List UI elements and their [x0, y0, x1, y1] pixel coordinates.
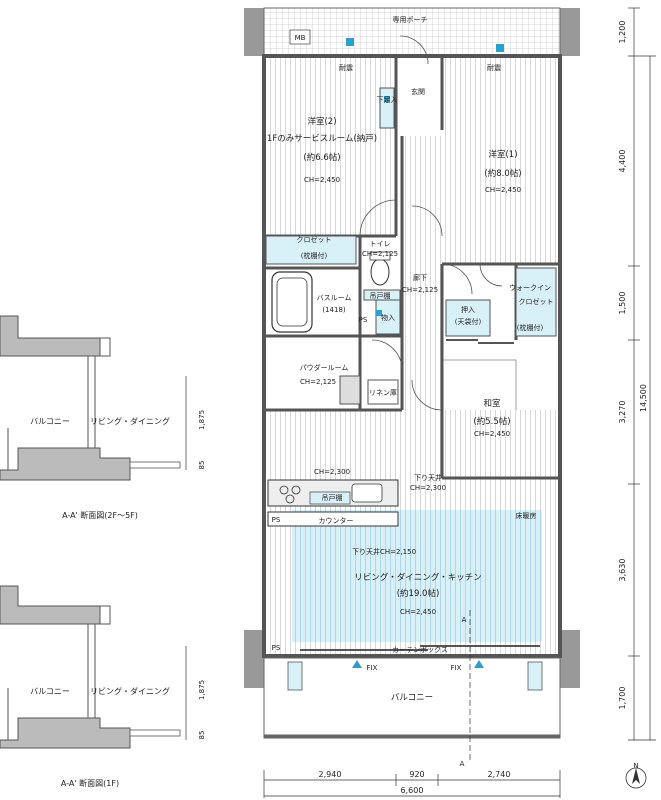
- western1-name: 洋室(1): [488, 149, 517, 160]
- balcony-area: [263, 657, 561, 739]
- compass-icon: N: [625, 762, 647, 789]
- toilet-ch: CH=2,125: [362, 250, 398, 258]
- oshiire-label: 押入: [461, 305, 475, 314]
- feature-labels: 専用ポーチ MB 下足入 クロゼット (枕棚付) ウォークイン クロゼット (枕…: [272, 15, 554, 768]
- compass-label: N: [633, 762, 638, 770]
- section1-right-label: リビング・ダイニング: [90, 416, 170, 426]
- section1-caption: A-A' 断面図(2F〜5F): [62, 510, 138, 520]
- dim-right-6: 1,700: [618, 687, 627, 710]
- entrance-name: 玄関: [411, 87, 425, 96]
- walkin-label2: クロゼット: [519, 297, 554, 306]
- ps1-label: PS: [359, 316, 368, 324]
- counter-label: カウンター: [319, 516, 354, 525]
- closet-label: クロゼット: [297, 235, 332, 244]
- washitsu-area: (約5.5帖): [473, 416, 510, 427]
- section1-left-label: バルコニー: [30, 417, 70, 426]
- section-1f: バルコニー リビング・ダイニング 1,875 85 A-A' 断面図(1F): [0, 585, 206, 788]
- washitsu-name: 和室: [483, 398, 501, 409]
- dim-right-4: 3,270: [618, 401, 627, 424]
- corridor-ch: CH=2,125: [402, 286, 438, 294]
- lowered-ch-label: CH=2,300: [410, 484, 446, 492]
- balcony-label: バルコニー: [391, 693, 433, 703]
- section1-height1: 1,875: [198, 410, 206, 430]
- storage-label: 物入: [381, 313, 395, 322]
- western1-area: (約8.0帖): [484, 168, 521, 179]
- room-labels: 洋室(2) 1Fのみサービスルーム(納戸) (約6.6帖) CH=2,450 洋…: [267, 87, 522, 616]
- ps2-label: PS: [272, 516, 281, 524]
- dim-right-5: 3,630: [618, 559, 627, 582]
- entrance-floor: [396, 58, 442, 136]
- western1-ch: CH=2,450: [485, 186, 521, 194]
- ps3-label: PS: [272, 644, 281, 652]
- section2-right-label: リビング・ダイニング: [90, 686, 170, 696]
- western2-name: 洋室(2): [307, 116, 336, 127]
- oshiire-sub-label: (天袋付): [455, 317, 482, 326]
- section2-height2: 85: [198, 731, 206, 740]
- ldk-ch: CH=2,450: [400, 608, 436, 616]
- corridor-name: 廊下: [413, 273, 427, 282]
- western2-ch: CH=2,450: [304, 176, 340, 184]
- powder-ch: CH=2,125: [300, 378, 336, 386]
- section2-caption: A-A' 断面図(1F): [61, 778, 119, 788]
- fix1-label: FIX: [367, 664, 378, 672]
- dim-bottom-1: 2,940: [319, 770, 342, 779]
- powder-name: パウダールーム: [300, 363, 349, 372]
- linen-label: リネン庫: [369, 388, 397, 397]
- dim-right-1: 1,200: [618, 21, 627, 44]
- porch-area: [263, 7, 561, 59]
- bathtub: [271, 271, 313, 333]
- seismic-label1: 耐震: [339, 63, 353, 72]
- washitsu-ch: CH=2,450: [474, 430, 510, 438]
- toilet-name: トイレ: [370, 240, 391, 248]
- dim-right-total: 14,500: [639, 384, 648, 412]
- walkin-shelf-label: (枕棚付): [517, 323, 544, 332]
- section-2f-5f: バルコニー リビング・ダイニング 1,875 85 A-A' 断面図(2F〜5F…: [0, 315, 206, 520]
- floor-heating: [292, 510, 542, 642]
- toilet-bowl: [370, 258, 390, 286]
- main-plan: [244, 7, 580, 760]
- dim-bottom-3: 2,740: [488, 770, 511, 779]
- porch-label: 専用ポーチ: [393, 15, 428, 24]
- section1-height2: 85: [198, 461, 206, 470]
- seismic-label2: 耐震: [487, 63, 501, 72]
- ldk-area: (約19.0帖): [397, 588, 440, 599]
- fix2-label: FIX: [451, 664, 462, 672]
- bath-size: (1418): [322, 306, 346, 314]
- floor-heating-label: 床暖房: [516, 511, 537, 520]
- shoe-box-label: 下足入: [377, 96, 398, 104]
- dim-right-3: 1,500: [618, 292, 627, 315]
- section2-height1: 1,875: [198, 680, 206, 700]
- western2-area: (約6.6帖): [303, 152, 340, 163]
- dim-bottom-total: 6,600: [401, 786, 424, 795]
- western2-sub: 1Fのみサービスルーム(納戸): [267, 133, 377, 144]
- walkin-label: ウォークイン: [509, 284, 551, 292]
- hanging-shelf2-label: 吊戸棚: [322, 493, 343, 502]
- cut-a-bottom: A: [460, 760, 465, 768]
- cut-a-top: A: [462, 616, 467, 624]
- ldk-lowered-label: 下り天井CH=2,150: [352, 547, 416, 556]
- western1-floor: [442, 58, 558, 264]
- western2-floor: [266, 58, 396, 236]
- hanging-shelf1-label: 吊戸棚: [370, 291, 391, 300]
- ldk-name: リビング・ダイニング・キッチン: [354, 572, 482, 583]
- bottom-dimensions: 2,940 920 2,740 6,600: [263, 770, 561, 798]
- bath-name: バスルーム: [317, 294, 352, 302]
- section2-left-label: バルコニー: [30, 687, 70, 696]
- ldk-ch2-label: CH=2,300: [314, 468, 350, 476]
- meter-box-label: MB: [295, 34, 306, 42]
- lowered-ceiling-label: 下り天井: [414, 473, 442, 482]
- right-dimensions: 1,200 4,400 1,500 3,270 3,630 1,700 14,5…: [618, 7, 656, 741]
- dim-bottom-2: 920: [409, 770, 424, 779]
- closet-shelf-label: (枕棚付): [301, 251, 328, 260]
- curtain-box-label: カーテンボックス: [392, 646, 448, 654]
- dim-right-2: 4,400: [618, 150, 627, 173]
